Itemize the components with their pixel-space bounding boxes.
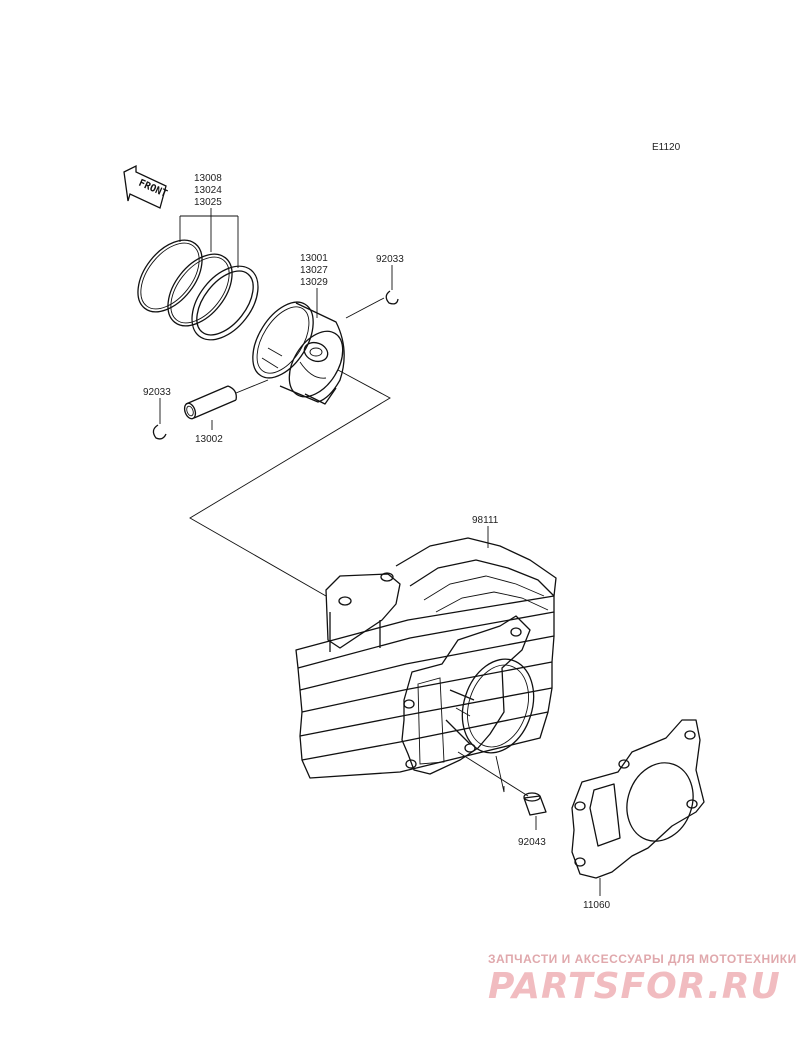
pin-leader: [235, 379, 269, 394]
label-cylinder: 98111: [472, 515, 499, 526]
label-clip-right: 92033: [376, 254, 404, 265]
diagram-code: E1120: [652, 142, 681, 153]
label-piston-2: 13027: [300, 265, 328, 276]
label-piston-3: 13029: [300, 277, 328, 288]
piston-ring-top: [137, 239, 203, 313]
piston-pin-clip-right: [385, 290, 399, 305]
dowel-pin: [523, 792, 547, 816]
label-rings-2: 13024: [194, 185, 222, 196]
dowel-leader-lines: [457, 751, 529, 797]
watermark-subtitle: ЗАПЧАСТИ И АКСЕССУАРЫ ДЛЯ МОТОТЕХНИКИ: [488, 952, 797, 966]
rings-leader: [179, 208, 239, 268]
piston-pin: [183, 385, 237, 420]
label-clip-left: 92033: [143, 387, 171, 398]
front-arrow-icon: FRONT: [123, 164, 169, 209]
watermark-brand: PARTSFOR.RU: [488, 966, 781, 1007]
label-piston-1: 13001: [300, 253, 328, 264]
label-rings-1: 13008: [194, 173, 222, 184]
piston-ring-oil: [191, 265, 259, 341]
label-dowel: 92043: [518, 837, 546, 848]
piston-pin-clip-left: [152, 424, 167, 440]
label-rings-3: 13025: [194, 197, 222, 208]
cylinder-block: [295, 537, 557, 779]
piston-ring-second: [167, 253, 233, 327]
cylinder-base-gasket: [571, 719, 705, 879]
piston-cylinder-leader: [189, 369, 391, 597]
piston: [252, 301, 345, 405]
label-gasket: 11060: [583, 900, 611, 911]
label-pin: 13002: [195, 434, 223, 445]
